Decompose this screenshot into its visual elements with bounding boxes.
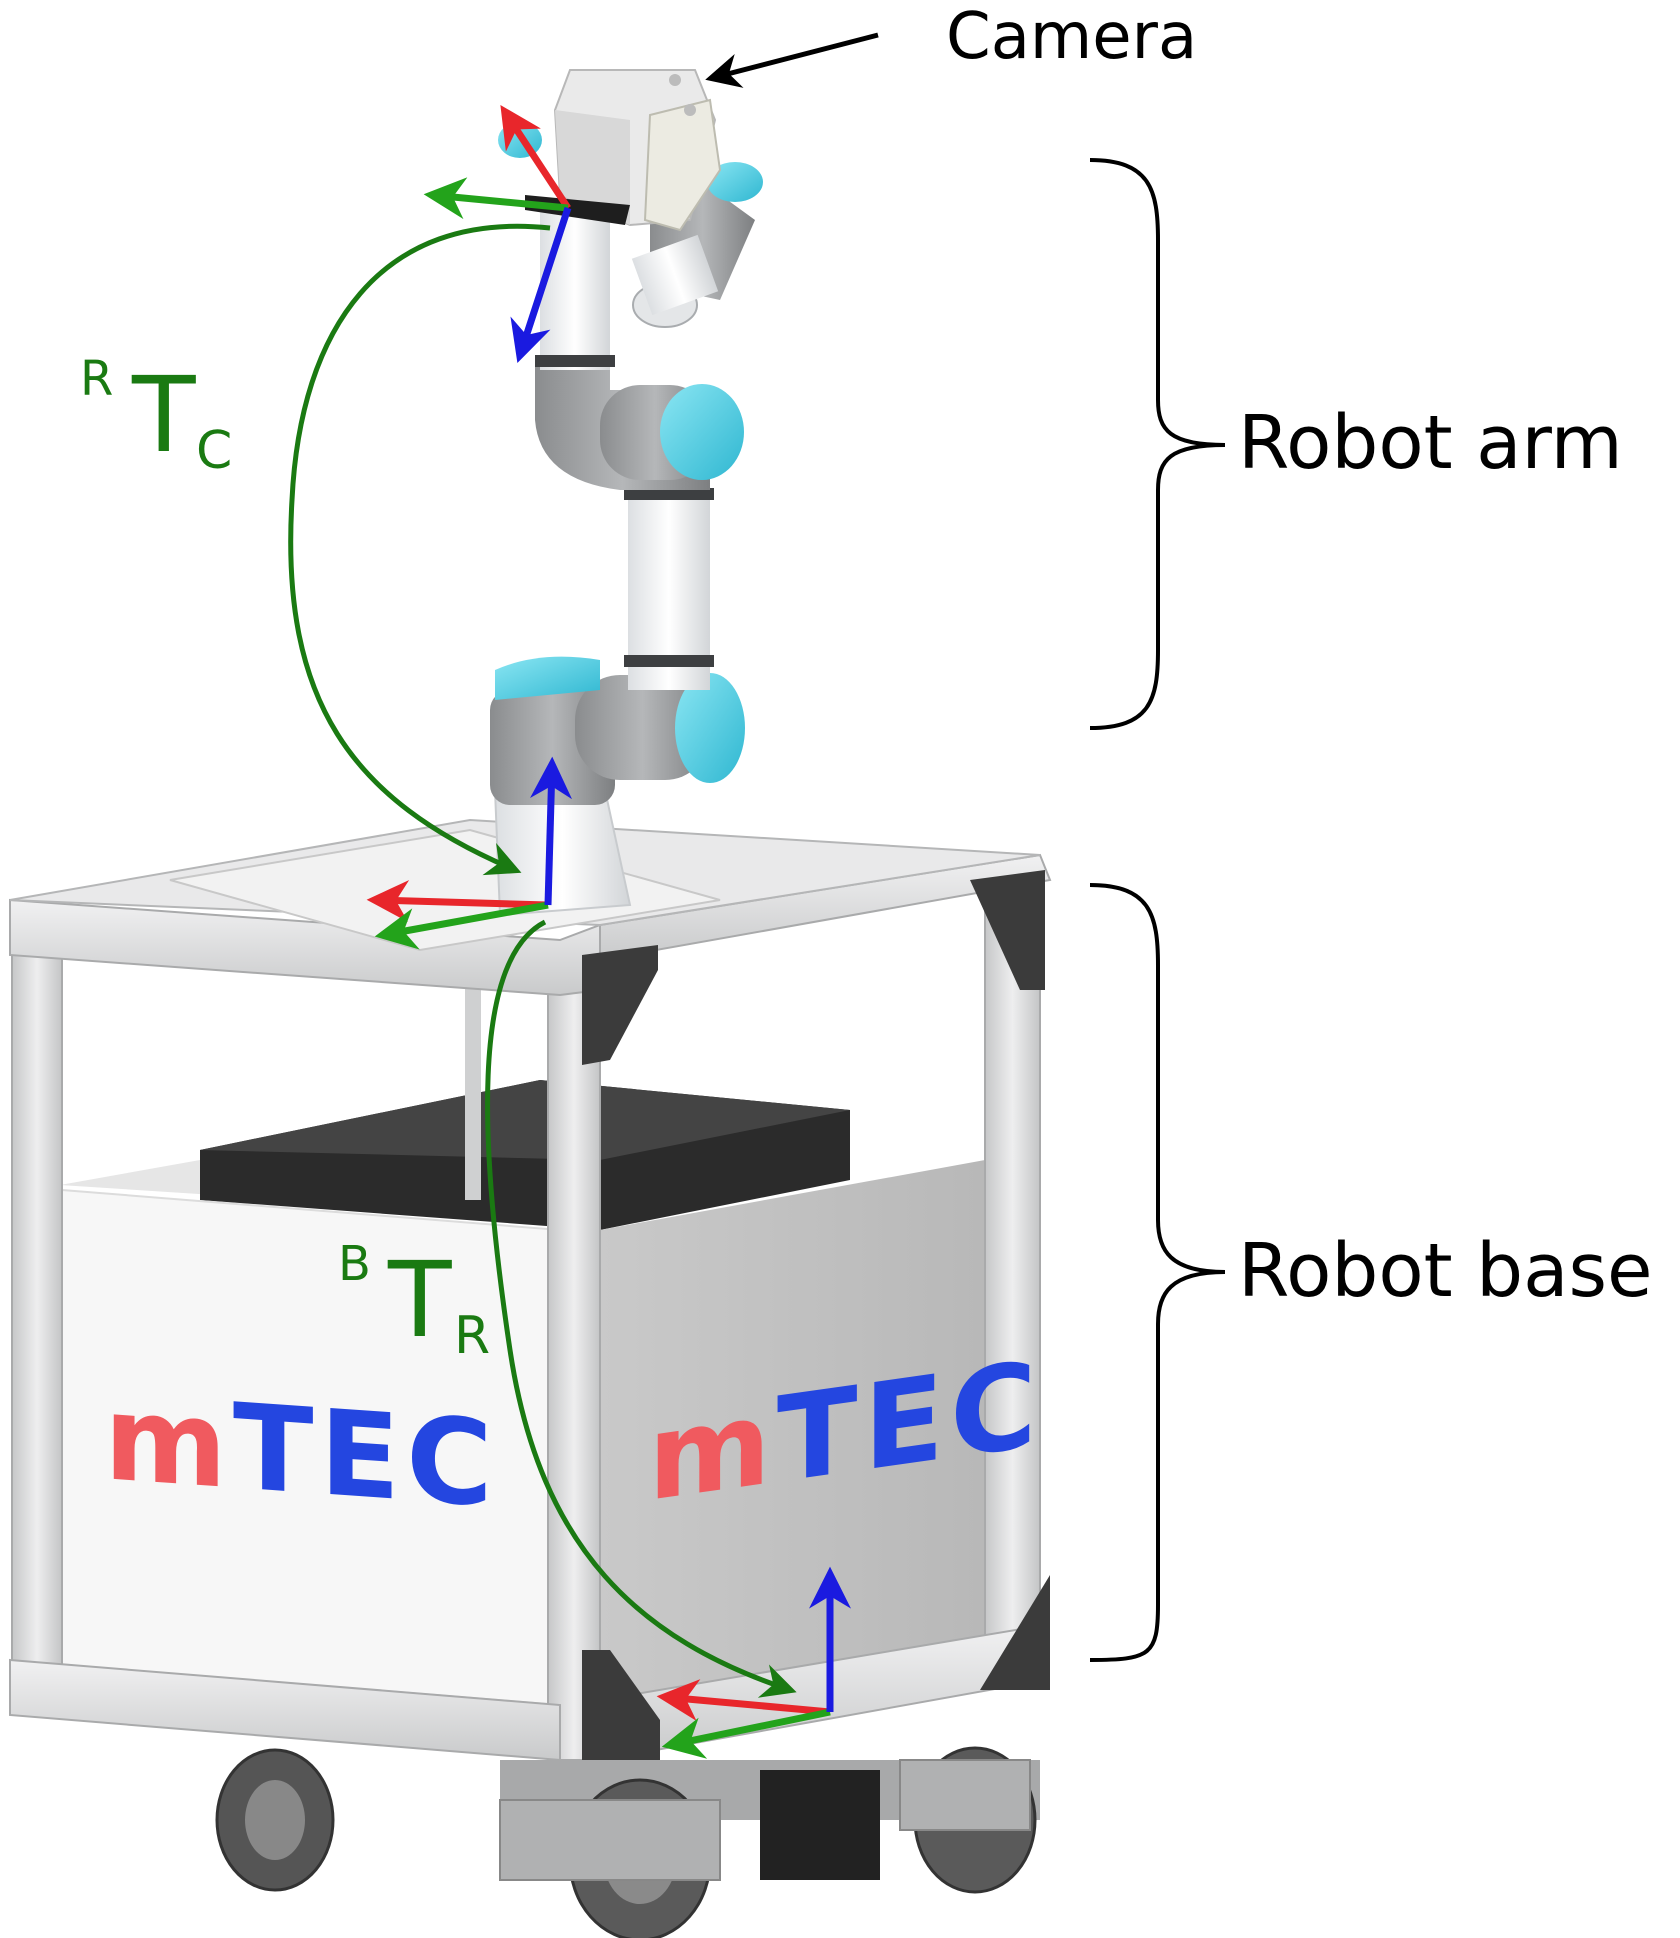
shoulder-joint-2 xyxy=(575,675,710,780)
gusset-top-center xyxy=(582,945,658,1065)
transform-rc-subscript: C xyxy=(196,421,233,481)
gusset-bottom-center xyxy=(582,1650,660,1765)
base-axis-y xyxy=(661,1708,831,1759)
upper-arm-ring xyxy=(624,488,714,500)
right-side-panel xyxy=(600,1160,985,1705)
shoulder-cap-icon xyxy=(675,673,745,783)
transform-br-superscript: B xyxy=(338,1236,371,1292)
forearm-ring xyxy=(535,355,615,367)
camera-pointer-arrow xyxy=(705,32,879,88)
brace-robot-arm xyxy=(1089,158,1226,730)
gusset-bottom-right xyxy=(980,1575,1050,1690)
robot-axis-x xyxy=(366,879,549,922)
transform-label-base-robot: B T R xyxy=(338,1240,538,1370)
upper-arm-ring-2 xyxy=(624,655,714,667)
frame-base xyxy=(656,1566,851,1759)
label-robot-base: Robot base xyxy=(1238,1228,1653,1314)
camera-axis-x xyxy=(500,104,571,210)
transform-br-symbol: T xyxy=(388,1239,452,1361)
camera-axis-y xyxy=(423,177,569,220)
top-plate xyxy=(169,828,721,952)
camera-axis-z xyxy=(510,206,572,363)
camera-device xyxy=(525,69,722,232)
transform-rc-superscript: R xyxy=(80,351,114,407)
transform-arrow-base-to-robot xyxy=(485,919,797,1698)
shoulder-cap-top-icon xyxy=(495,656,600,700)
logo-left-tec: TEC xyxy=(232,1377,499,1534)
robot-arm xyxy=(490,69,763,917)
frame-camera xyxy=(423,104,572,363)
robot-axis-z xyxy=(530,756,573,906)
robot-base-cart xyxy=(9,818,1052,1938)
robot-axis-y xyxy=(374,901,549,950)
transform-label-robot-camera: R T C xyxy=(80,355,280,485)
arm-base-mount xyxy=(493,789,632,917)
base-axis-x xyxy=(656,1679,831,1721)
wheels xyxy=(215,1746,1040,1938)
logo-right-m: m xyxy=(648,1371,777,1528)
elbow-cap-icon xyxy=(660,384,744,480)
wrist-white-link xyxy=(631,234,719,316)
brace-robot-base xyxy=(1089,883,1226,1662)
transform-rc-symbol: T xyxy=(132,354,196,476)
logo-left-m: m xyxy=(104,1368,233,1516)
forearm-link xyxy=(540,210,610,370)
post-front-middle xyxy=(547,959,601,1761)
frame-robot xyxy=(366,756,573,950)
logo-left-panel: mTEC xyxy=(104,1368,499,1534)
label-robot-arm: Robot arm xyxy=(1238,400,1623,486)
post-front-right xyxy=(984,874,1041,1676)
post-front-left xyxy=(11,914,63,1706)
transform-arrow-robot-to-camera xyxy=(288,223,551,876)
post-back-left xyxy=(465,960,481,1200)
transform-br-subscript: R xyxy=(454,1306,491,1366)
gusset-top-right xyxy=(970,870,1045,990)
wrist-cap-icon xyxy=(707,162,763,202)
label-camera: Camera xyxy=(946,0,1198,74)
battery-box xyxy=(200,1080,850,1230)
